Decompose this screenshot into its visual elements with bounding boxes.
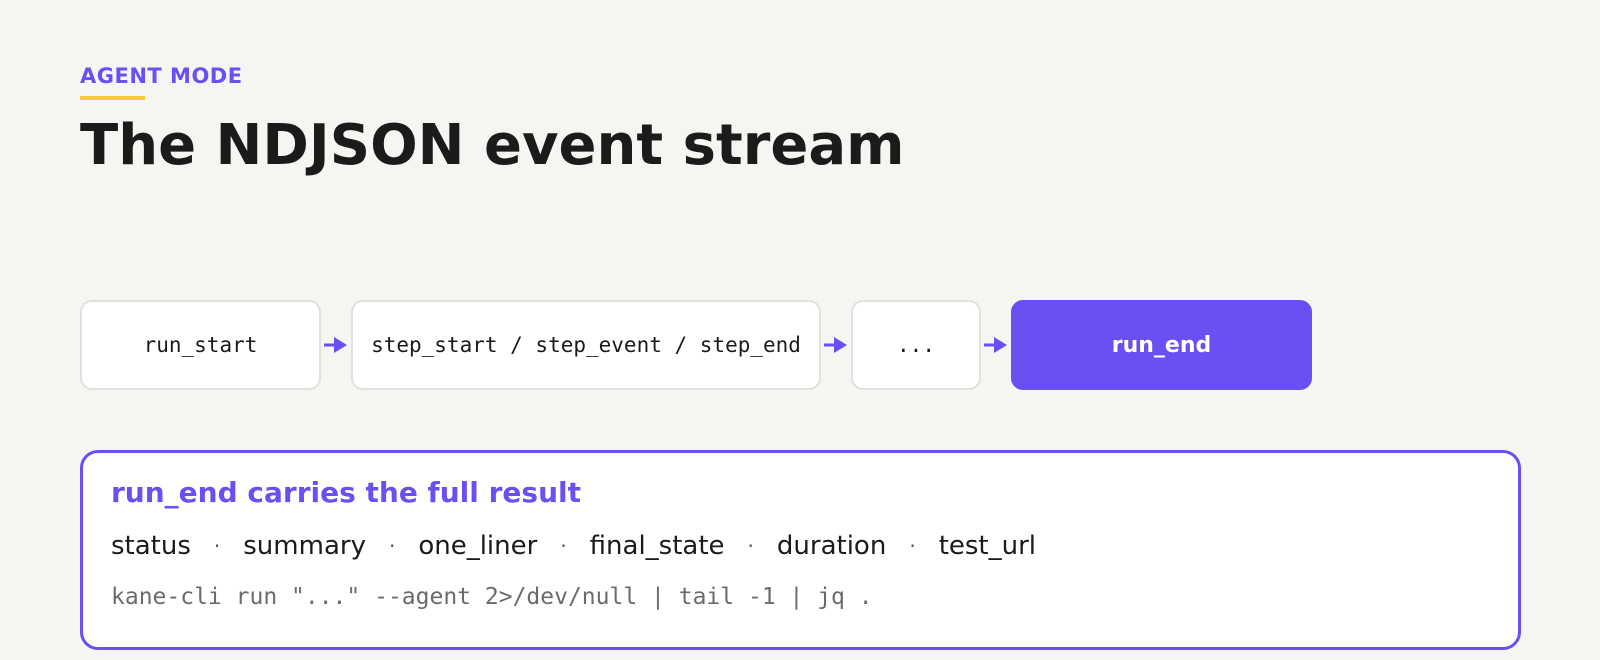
- arrow-right-icon: [821, 333, 851, 357]
- eyebrow-label: AGENT MODE: [80, 64, 243, 88]
- field-test-url: test_url: [938, 531, 1037, 561]
- field-separator: ·: [560, 534, 567, 558]
- flow-node-step-events: step_start / step_event / step_end: [351, 300, 821, 390]
- eyebrow-underline: [80, 96, 145, 100]
- field-final-state: final_state: [589, 531, 725, 561]
- arrow-right-icon: [981, 333, 1011, 357]
- flow-node-run-end: run_end: [1011, 300, 1312, 390]
- result-heading: run_end carries the full result: [111, 476, 581, 509]
- flow-node-ellipsis: ...: [851, 300, 981, 390]
- field-separator: ·: [747, 534, 754, 558]
- flow-node-run-start: run_start: [80, 300, 321, 390]
- field-separator: ·: [388, 534, 396, 558]
- field-summary: summary: [243, 531, 366, 561]
- field-separator: ·: [213, 534, 221, 558]
- field-status: status: [111, 531, 191, 561]
- event-flow: run_start step_start / step_event / step…: [80, 300, 1312, 390]
- result-card: run_end carries the full result status ·…: [80, 450, 1521, 650]
- field-one-liner: one_liner: [418, 531, 538, 561]
- field-duration: duration: [776, 531, 887, 561]
- command-example: kane-cli run "..." --agent 2>/dev/null |…: [111, 584, 873, 610]
- page-title: The NDJSON event stream: [80, 113, 905, 178]
- result-fields: status · summary · one_liner · final_sta…: [111, 531, 1036, 561]
- field-separator: ·: [909, 534, 916, 558]
- arrow-right-icon: [321, 333, 351, 357]
